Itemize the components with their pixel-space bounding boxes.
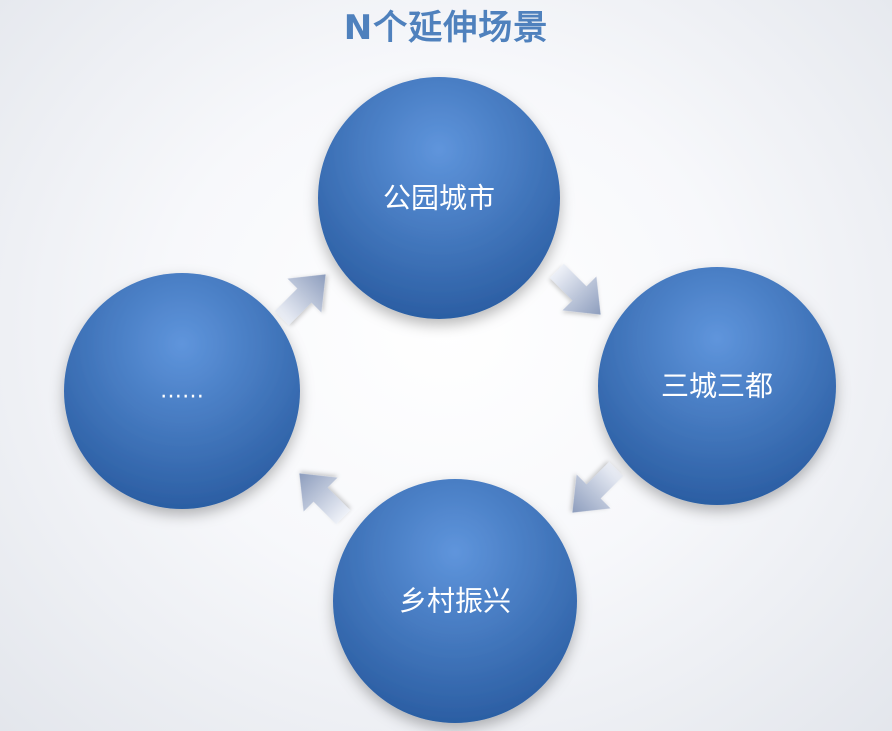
node-circle xyxy=(598,267,836,505)
node-left: …… xyxy=(64,273,300,509)
diagram-title: N个延伸场景 xyxy=(343,8,549,48)
node-label: 三城三都 xyxy=(661,370,773,403)
node-circle xyxy=(64,273,300,509)
node-label: 乡村振兴 xyxy=(399,585,511,618)
node-circle xyxy=(333,479,577,723)
arrow-left-up-icon xyxy=(299,473,351,525)
arrow-top-to-right xyxy=(549,263,601,315)
node-label: …… xyxy=(160,379,204,404)
node-top: 公园城市 xyxy=(318,77,560,319)
arrow-left-to-top xyxy=(274,274,326,326)
node-circle xyxy=(318,77,560,319)
arrow-right-to-bottom xyxy=(572,461,624,513)
arrow-left-down-icon xyxy=(572,461,624,513)
node-label: 公园城市 xyxy=(383,182,495,215)
node-right: 三城三都 xyxy=(598,267,836,505)
arrow-bottom-to-left xyxy=(299,473,351,525)
node-bottom: 乡村振兴 xyxy=(333,479,577,723)
arrow-right-down-icon xyxy=(549,263,601,315)
arrow-right-up-icon xyxy=(274,274,326,326)
